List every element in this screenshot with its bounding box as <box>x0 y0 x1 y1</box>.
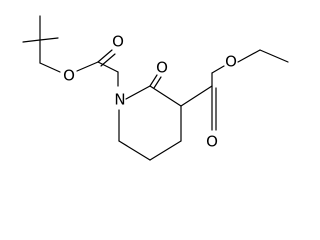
tert-butyl-group <box>22 15 59 64</box>
ethyl-ch3-bond <box>259 49 289 63</box>
ketone-double-bond-2 <box>153 76 162 89</box>
chemical-structure-diagram: O O N O O O <box>22 15 289 161</box>
ketone-double-bond-1 <box>149 74 158 87</box>
ring-nitrogen-label: N <box>114 91 125 109</box>
boc-carbonyl-double-bond-2 <box>100 53 116 67</box>
c2-to-c3-bond <box>149 85 182 107</box>
boc-ester-oxygen-label: O <box>63 67 75 85</box>
c5-to-c6-bond <box>118 140 151 161</box>
ethyl-ch2-bond <box>237 49 261 63</box>
ethyl-ester-carbonyl-oxygen-label: O <box>206 133 218 151</box>
boc-carbamate-group <box>39 49 119 87</box>
boc-carbonyl-double-bond-1 <box>97 49 113 63</box>
piperidinone-ring <box>118 74 182 161</box>
c3-to-ester-carbonyl-bond <box>180 85 213 107</box>
tbutyl-methyl-bond-3 <box>39 37 59 41</box>
ester-oxygen-to-carbonyl-bond <box>76 61 99 72</box>
ethyl-ester-group <box>180 49 289 131</box>
c4-to-c5-bond <box>149 140 182 161</box>
ester-oxygen-to-ethyl-bond <box>211 65 225 74</box>
tbutyl-methyl-bond-1 <box>22 39 41 43</box>
boc-carbonyl-oxygen-label: O <box>112 33 124 51</box>
ethyl-ester-oxygen-label: O <box>225 53 237 71</box>
nitrogen-to-c2-bond <box>125 85 151 100</box>
tbutyl-to-ester-oxygen-bond <box>39 62 61 73</box>
carbonyl-to-nitrogen-bond-a <box>97 61 119 73</box>
ring-ketone-oxygen-label: O <box>156 59 168 77</box>
